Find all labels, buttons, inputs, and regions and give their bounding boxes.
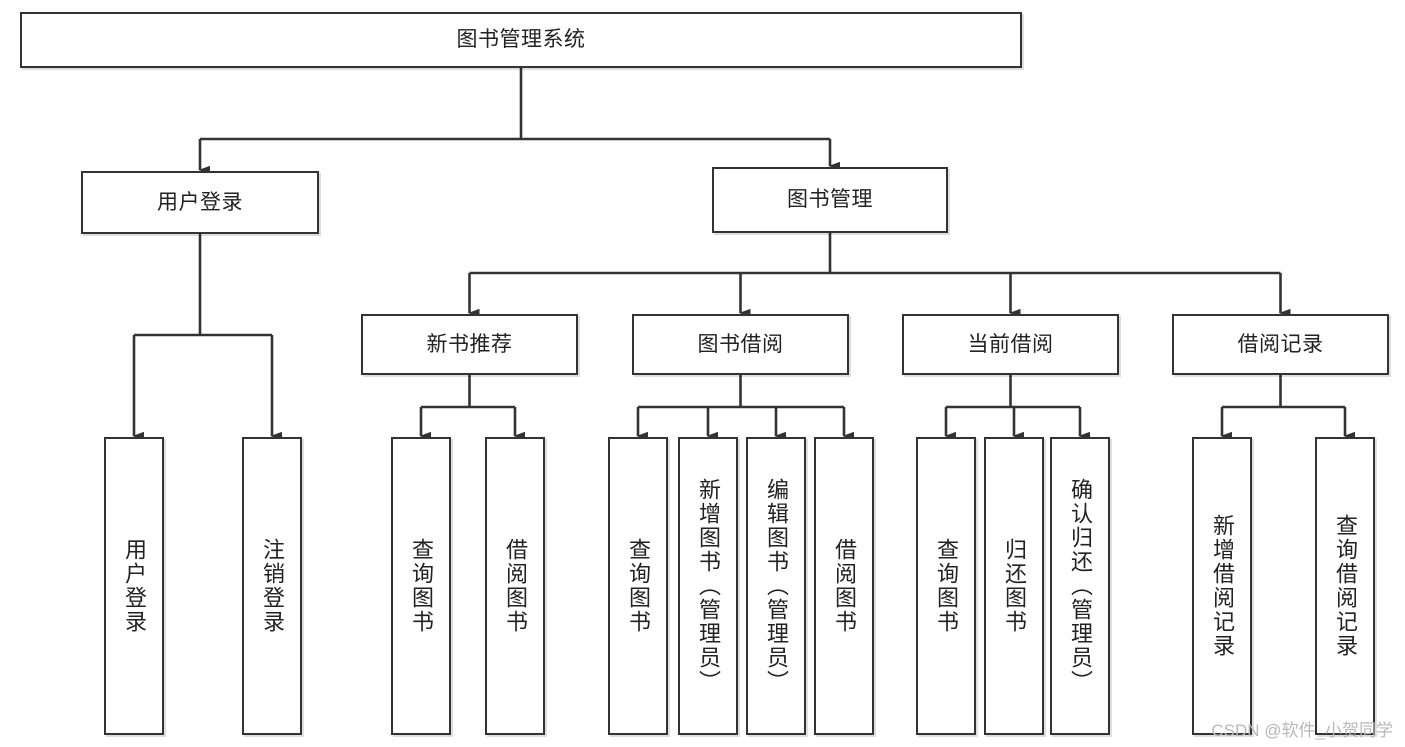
- node-leaf-query-book-1[interactable]: 查询图书: [391, 437, 451, 735]
- node-label: 图书管理系统: [456, 28, 586, 52]
- node-label: 查询借阅记录: [1333, 514, 1358, 658]
- node-label: 确认归还（管理员）: [1068, 478, 1093, 694]
- node-leaf-user-login[interactable]: 用户登录: [104, 437, 164, 735]
- node-leaf-add-record[interactable]: 新增借阅记录: [1192, 437, 1252, 735]
- node-leaf-query-book-2[interactable]: 查询图书: [608, 437, 668, 735]
- node-book-borrow[interactable]: 图书借阅: [632, 314, 849, 375]
- node-label: 借阅图书: [503, 538, 528, 634]
- node-label: 查询图书: [626, 538, 651, 634]
- node-current-borrow[interactable]: 当前借阅: [902, 314, 1119, 375]
- node-leaf-confirm-return[interactable]: 确认归还（管理员）: [1050, 437, 1110, 735]
- node-label: 新增图书（管理员）: [696, 478, 721, 694]
- node-leaf-borrow-book-2[interactable]: 借阅图书: [814, 437, 874, 735]
- node-label: 归还图书: [1002, 538, 1027, 634]
- node-leaf-return-book[interactable]: 归还图书: [984, 437, 1044, 735]
- node-leaf-edit-book[interactable]: 编辑图书（管理员）: [746, 437, 806, 735]
- node-label: 图书管理: [787, 188, 873, 212]
- node-label: 新增借阅记录: [1210, 514, 1235, 658]
- node-label: 用户登录: [122, 538, 147, 634]
- node-label: 借阅记录: [1237, 332, 1324, 356]
- node-leaf-user-logout[interactable]: 注销登录: [242, 437, 302, 735]
- node-label: 新书推荐: [426, 332, 513, 356]
- node-new-book-rec[interactable]: 新书推荐: [361, 314, 578, 375]
- node-label: 注销登录: [260, 538, 285, 634]
- node-label: 查询图书: [409, 538, 434, 634]
- node-label: 借阅图书: [832, 538, 857, 634]
- node-book-manage[interactable]: 图书管理: [712, 167, 948, 233]
- node-leaf-add-book[interactable]: 新增图书（管理员）: [678, 437, 738, 735]
- node-label: 图书借阅: [697, 332, 784, 356]
- node-leaf-borrow-book-1[interactable]: 借阅图书: [485, 437, 545, 735]
- node-label: 编辑图书（管理员）: [764, 478, 789, 694]
- watermark-text: CSDN @软件_小贺同学: [1211, 721, 1393, 740]
- node-borrow-record[interactable]: 借阅记录: [1172, 314, 1389, 375]
- node-user-login[interactable]: 用户登录: [81, 171, 319, 234]
- node-leaf-query-book-3[interactable]: 查询图书: [916, 437, 976, 735]
- edge-group: [132, 68, 1355, 441]
- node-label: 查询图书: [934, 538, 959, 634]
- node-root[interactable]: 图书管理系统: [20, 12, 1022, 68]
- node-label: 当前借阅: [967, 332, 1054, 356]
- node-leaf-query-record[interactable]: 查询借阅记录: [1315, 437, 1375, 735]
- node-label: 用户登录: [157, 190, 243, 214]
